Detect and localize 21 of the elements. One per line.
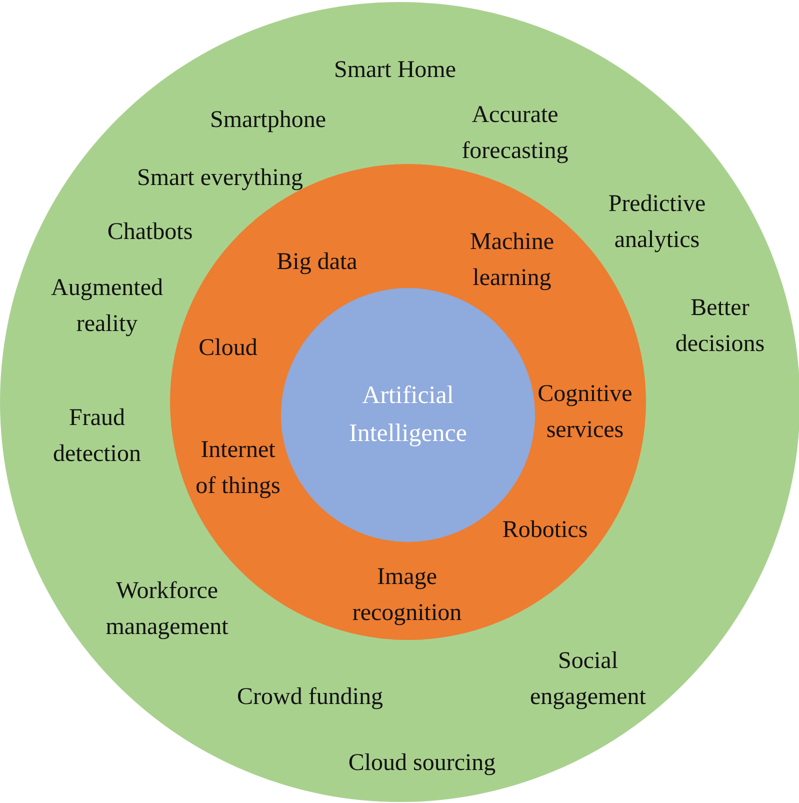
topic-label: Cloud	[198, 334, 258, 363]
topic-label: Image recognition	[351, 563, 463, 628]
topic-label: Smartphone	[209, 106, 327, 135]
topic-label: Better decisions	[674, 294, 766, 359]
topic-label: Robotics	[501, 516, 589, 545]
topic-label: Crowd funding	[236, 683, 384, 712]
center-label: Artificial Intelligence	[348, 381, 468, 449]
topic-label: Machine learning	[469, 228, 555, 293]
topic-label: Fraud detection	[52, 404, 142, 469]
topic-label: Augmented reality	[50, 274, 164, 339]
topic-label: Social engagement	[529, 647, 647, 712]
topic-label: Cloud sourcing	[347, 749, 497, 778]
topic-label: Smart everything	[136, 164, 304, 193]
topic-label: Internet of things	[194, 436, 282, 501]
topic-label: Big data	[276, 248, 358, 277]
topic-label: Smart Home	[333, 56, 457, 85]
topic-label: Workforce management	[104, 577, 230, 642]
topic-label: Cognitive services	[536, 380, 634, 445]
topic-label: Predictive analytics	[607, 190, 707, 255]
topic-label: Chatbots	[106, 218, 194, 247]
topic-label: Accurate forecasting	[460, 101, 570, 166]
